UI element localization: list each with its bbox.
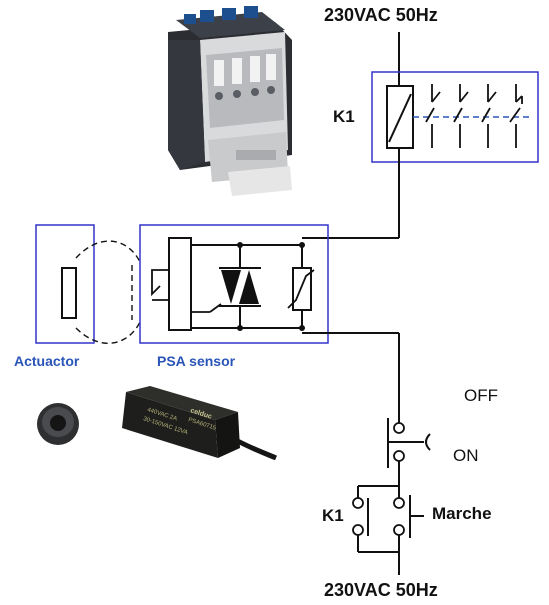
relay-k1-box (371, 71, 539, 163)
hold-contact-k1-label: K1 (322, 506, 344, 525)
on-label: ON (453, 446, 479, 465)
actuator-box (35, 224, 141, 344)
marche-button-label: Marche (432, 504, 492, 523)
supply-top-label: 230VAC 50Hz (324, 5, 438, 25)
actuator-label: Actuactor (14, 353, 80, 369)
psa-sensor-box (139, 224, 329, 344)
relay-k1-label: K1 (333, 107, 355, 126)
sensor-module-photo: 440VAC 2A 30-150VAC 12VA celduc PSA60715 (122, 386, 277, 461)
relay-coil-symbol (386, 85, 414, 149)
varistor-symbol (287, 245, 315, 328)
triac-symbol (191, 245, 261, 328)
off-label: OFF (464, 386, 498, 405)
supply-bottom-label: 230VAC 50Hz (324, 580, 438, 600)
push-button-symbol (387, 418, 431, 486)
psa-sensor-label: PSA sensor (157, 353, 236, 369)
magnet-ring-photo (37, 403, 79, 445)
contactor-photo (168, 6, 292, 196)
start-circuit (352, 485, 424, 575)
